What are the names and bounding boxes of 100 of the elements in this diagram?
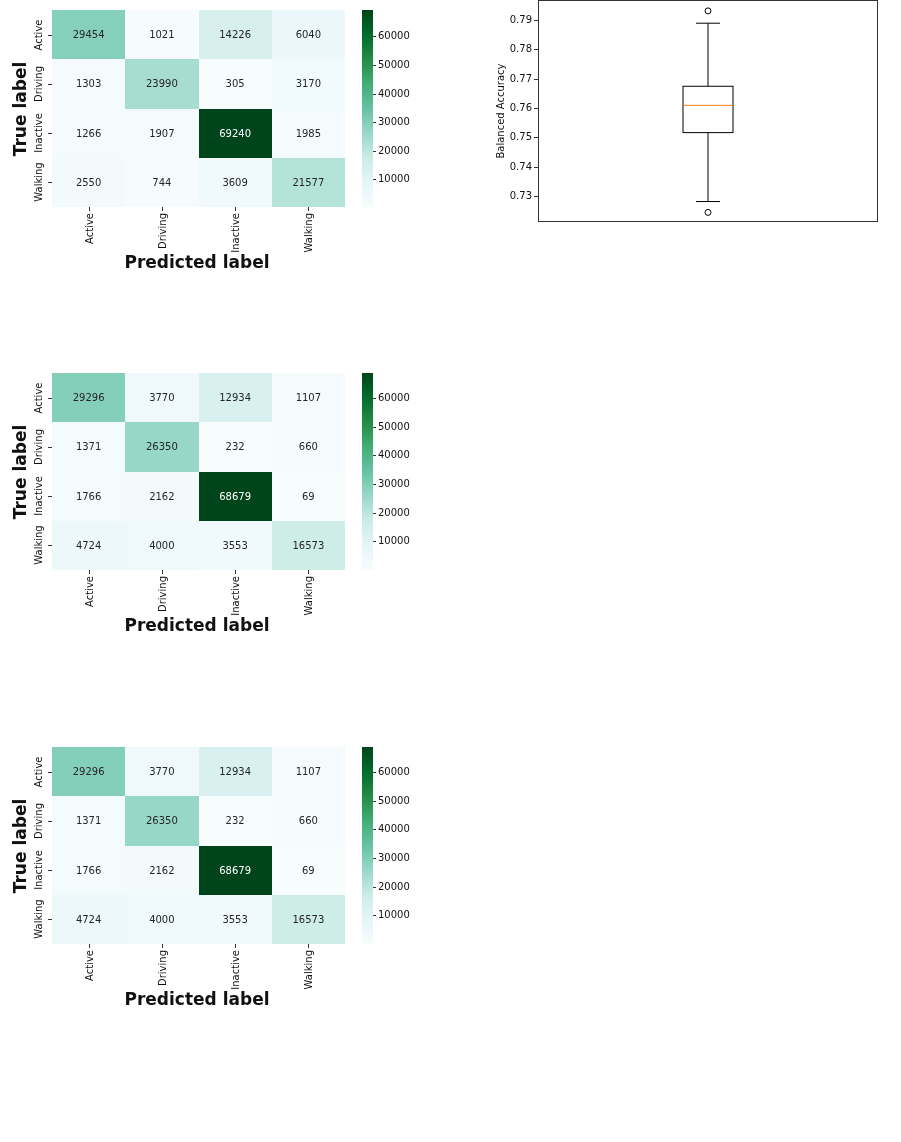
tick-label: 10000	[378, 174, 410, 185]
tick-label: 0.73	[509, 191, 532, 201]
heatmap-cell: 26350	[125, 796, 199, 846]
tick-label: 30000	[378, 853, 410, 864]
tick-label: 0.74	[509, 161, 532, 172]
tick-label: Walking	[32, 162, 44, 203]
heatmap-cell: 12934	[198, 747, 272, 797]
heatmap-cell: 29454	[52, 10, 126, 60]
heatmap-cell: 68679	[198, 845, 272, 895]
axis-title: True label	[10, 798, 30, 893]
heatmap-cell: 4000	[125, 520, 199, 570]
heatmap-cell: 2162	[125, 845, 199, 895]
heatmap-cell: 2550	[52, 157, 126, 207]
tick-label: Walking	[32, 525, 44, 566]
heatmap-cell: 1766	[52, 471, 126, 521]
tick-label: Driving	[156, 576, 168, 612]
heatmap-cell: 12934	[198, 373, 272, 423]
heatmap-cell: 1766	[52, 845, 126, 895]
tick-label: 50000	[378, 59, 410, 70]
tick-label: Active	[32, 19, 44, 51]
tick-label: Active	[32, 382, 44, 414]
tick-label: Driving	[156, 950, 168, 986]
heatmap-cell: 26350	[125, 422, 199, 472]
tick-label: Walking	[302, 950, 314, 990]
heatmap-cell: 69	[271, 471, 345, 521]
tick-label: Driving	[156, 213, 168, 249]
heatmap-cell: 3609	[198, 157, 272, 207]
heatmap-cell: 21577	[271, 157, 345, 207]
heatmap-cell: 68679	[198, 471, 272, 521]
tick-label: Active	[83, 576, 95, 607]
tick-label: 40000	[378, 450, 410, 461]
tick-label: Walking	[32, 899, 44, 940]
tick-label: 20000	[378, 881, 410, 892]
heatmap-cell: 1021	[125, 10, 199, 60]
tick-label: Inactive	[229, 213, 241, 253]
tick-label: 50000	[378, 795, 410, 806]
tick-label: 60000	[378, 766, 410, 777]
tick-label: 30000	[378, 117, 410, 128]
heatmap-cell: 16573	[271, 894, 345, 944]
tick-label: 0.79	[509, 15, 532, 25]
heatmap-cell: 3170	[271, 59, 345, 109]
tick-label: 0.78	[509, 44, 532, 55]
axis-title: Predicted label	[124, 990, 270, 1009]
tick-label: 40000	[378, 824, 410, 835]
tick-label: 20000	[378, 507, 410, 518]
tick-label: 0.77	[509, 73, 532, 84]
tick-label: Driving	[32, 65, 44, 102]
heatmap-cell: 16573	[271, 520, 345, 570]
heatmap-cell: 14226	[198, 10, 272, 60]
heatmap-cell: 305	[198, 59, 272, 109]
heatmap-cell: 660	[271, 796, 345, 846]
heatmap-cell: 1907	[125, 108, 199, 158]
tick-label: Inactive	[32, 113, 44, 153]
tick-label: 30000	[378, 479, 410, 490]
tick-label: 20000	[378, 145, 410, 156]
heatmap-cell: 1371	[52, 796, 126, 846]
axis-title: Predicted label	[124, 616, 270, 635]
tick-label: Walking	[302, 576, 314, 616]
tick-label: Inactive	[32, 476, 44, 516]
tick-label: Driving	[32, 802, 44, 839]
axis-title: True label	[10, 61, 30, 156]
heatmap-cell: 232	[198, 796, 272, 846]
heatmap-cell: 29296	[52, 747, 126, 797]
tick-label: Active	[83, 950, 95, 981]
heatmap-cell: 660	[271, 422, 345, 472]
tick-label: Walking	[302, 213, 314, 253]
heatmap-cell: 1371	[52, 422, 126, 472]
heatmap-cell: 3770	[125, 373, 199, 423]
tick-label: 50000	[378, 421, 410, 432]
heatmap-cell: 23990	[125, 59, 199, 109]
heatmap-cell: 69	[271, 845, 345, 895]
heatmap-cell: 3770	[125, 747, 199, 797]
heatmap-cell: 3553	[198, 520, 272, 570]
tick-label: Active	[83, 213, 95, 244]
axis-title: Balanced Accuracy	[494, 63, 506, 159]
heatmap-cell: 1303	[52, 59, 126, 109]
heatmap-cell: 29296	[52, 373, 126, 423]
heatmap-cell: 744	[125, 157, 199, 207]
heatmap-cell: 4724	[52, 520, 126, 570]
tick-label: 10000	[378, 536, 410, 547]
heatmap-cell: 232	[198, 422, 272, 472]
tick-label: Active	[32, 756, 44, 788]
heatmap-cell: 1107	[271, 747, 345, 797]
tick-label: 0.76	[509, 103, 532, 113]
heatmap-cell: 1107	[271, 373, 345, 423]
tick-label: 60000	[378, 392, 410, 403]
tick-label: 10000	[378, 910, 410, 921]
tick-label: Inactive	[229, 576, 241, 616]
heatmap-cell: 1985	[271, 108, 345, 158]
axis-title: True label	[10, 424, 30, 519]
tick-label: 40000	[378, 88, 410, 99]
heatmap-cell: 69240	[198, 108, 272, 158]
heatmap-cell: 2162	[125, 471, 199, 521]
heatmap-cell: 4000	[125, 894, 199, 944]
tick-label: 0.75	[509, 132, 532, 143]
tick-label: Inactive	[229, 950, 241, 990]
tick-label: 60000	[378, 31, 410, 42]
axis-title: Predicted label	[124, 253, 270, 272]
tick-label: Inactive	[32, 850, 44, 890]
tick-label: Driving	[32, 428, 44, 465]
